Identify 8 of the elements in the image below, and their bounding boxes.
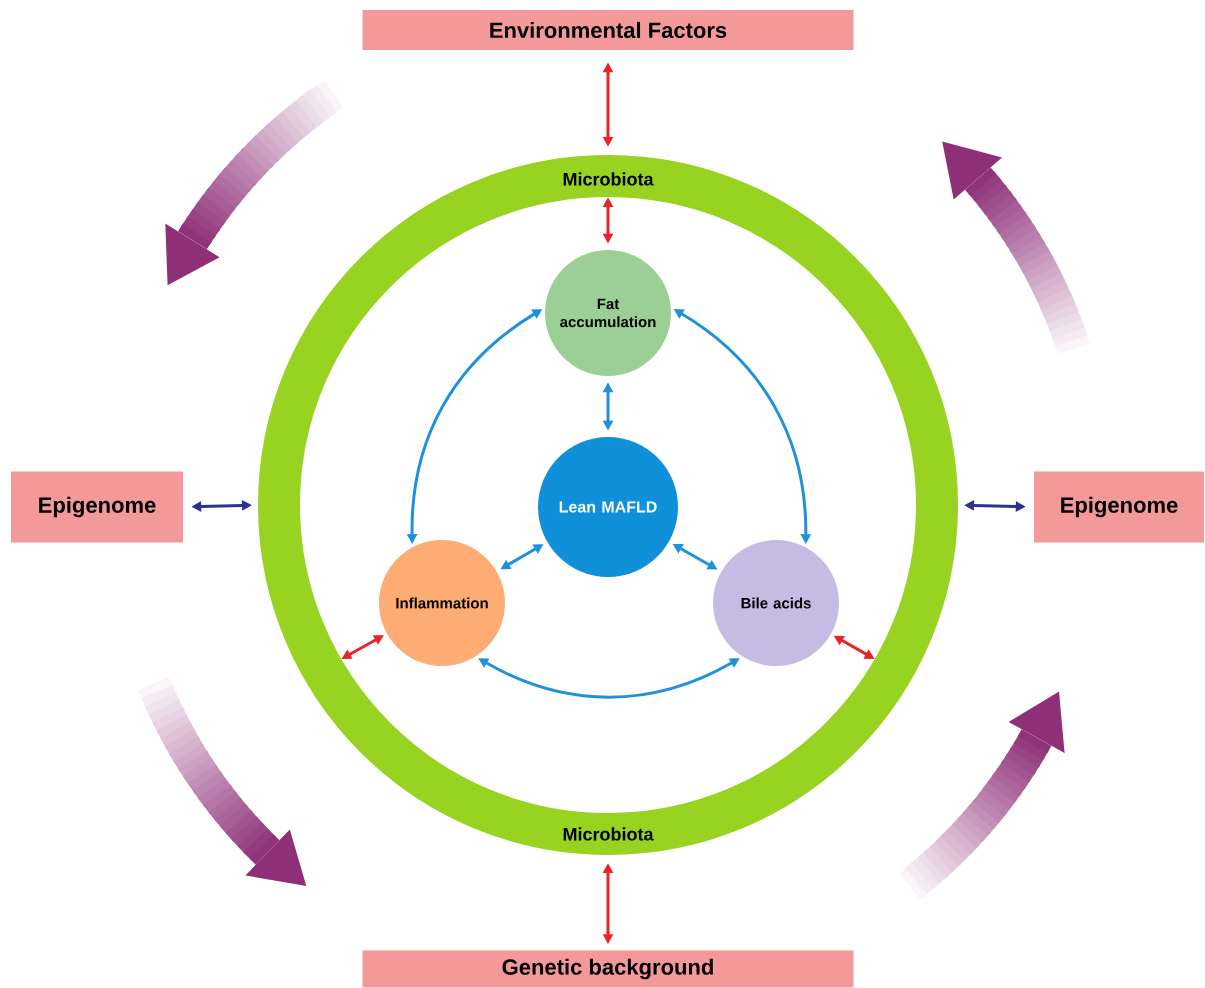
label-box: Epigenome: [11, 471, 183, 543]
circle-node: Inflammation: [379, 540, 505, 666]
label-box: Epigenome: [1034, 471, 1204, 543]
circle-node: Lean MAFLD: [538, 437, 678, 577]
circle-node: Bile acids: [713, 540, 839, 666]
label-box: Environmental Factors: [362, 10, 854, 50]
label-box: Genetic background: [362, 950, 854, 988]
circle-node: Fat accumulation: [545, 250, 671, 376]
